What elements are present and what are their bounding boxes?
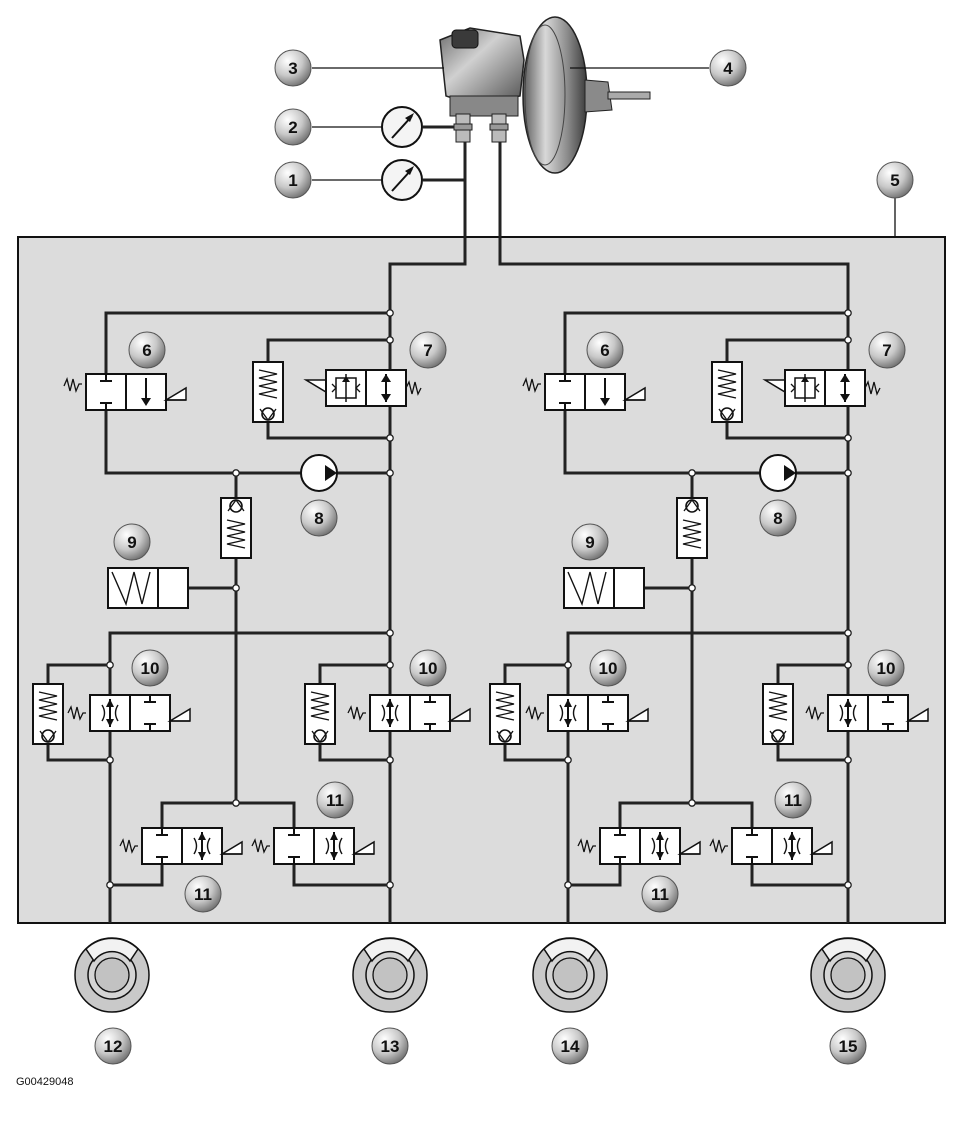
callout-2: 2 bbox=[274, 108, 312, 146]
callout-3: 3 bbox=[274, 49, 312, 87]
callout-2-label: 2 bbox=[288, 118, 297, 137]
callout-8-right: 8 bbox=[759, 499, 797, 537]
master-cylinder-reservoir bbox=[439, 27, 525, 143]
callout-1: 1 bbox=[274, 161, 312, 199]
callout-6-left: 6 bbox=[128, 331, 166, 369]
wheel-brake-15 bbox=[810, 937, 886, 1013]
callout-1-label: 1 bbox=[288, 171, 297, 190]
callout-10-fr-label: 10 bbox=[599, 659, 618, 678]
callout-7-left-label: 7 bbox=[423, 341, 432, 360]
callout-9-right-label: 9 bbox=[585, 533, 594, 552]
accumulator-left bbox=[107, 567, 189, 609]
pressure-sensor-1 bbox=[381, 159, 423, 201]
callout-9-left-label: 9 bbox=[127, 533, 136, 552]
figure-code: G00429048 bbox=[16, 1076, 74, 1088]
callout-10-fr: 10 bbox=[589, 649, 627, 687]
callout-11-fr: 11 bbox=[641, 875, 679, 913]
callout-6-right-label: 6 bbox=[600, 341, 609, 360]
callout-6-left-label: 6 bbox=[142, 341, 151, 360]
callout-8-right-label: 8 bbox=[773, 509, 782, 528]
wheel-brake-13 bbox=[352, 937, 428, 1013]
return-pump-right bbox=[759, 454, 797, 492]
callout-leaders bbox=[312, 67, 896, 237]
callout-13-label: 13 bbox=[381, 1037, 400, 1056]
callout-11-rl-label: 11 bbox=[784, 791, 802, 810]
callout-6-right: 6 bbox=[586, 331, 624, 369]
callout-13: 13 bbox=[371, 1027, 409, 1065]
line-junctions bbox=[106, 309, 852, 889]
callout-10-fl: 10 bbox=[131, 649, 169, 687]
callout-7-right-label: 7 bbox=[882, 341, 891, 360]
callout-15: 15 bbox=[829, 1027, 867, 1065]
callout-11-fr-label: 11 bbox=[651, 885, 669, 904]
callout-10-rl-label: 10 bbox=[877, 659, 896, 678]
callout-5: 5 bbox=[876, 161, 914, 199]
pressure-sensor-2 bbox=[381, 106, 423, 148]
relief-check-valve-right bbox=[711, 361, 743, 423]
callout-5-label: 5 bbox=[890, 171, 899, 190]
callout-4-label: 4 bbox=[723, 59, 733, 78]
callout-11-fl: 11 bbox=[184, 875, 222, 913]
brake-booster bbox=[522, 16, 651, 174]
inlet-check-valve-fr bbox=[489, 683, 521, 745]
callout-10-rr: 10 bbox=[409, 649, 447, 687]
callout-9-right: 9 bbox=[571, 523, 609, 561]
callout-10-fl-label: 10 bbox=[141, 659, 160, 678]
callout-10-rl: 10 bbox=[867, 649, 905, 687]
callout-11-fl-label: 11 bbox=[194, 885, 212, 904]
callout-8-left-label: 8 bbox=[314, 509, 323, 528]
relief-check-valve-left bbox=[252, 361, 284, 423]
callout-9-left: 9 bbox=[113, 523, 151, 561]
callout-15-label: 15 bbox=[839, 1037, 858, 1056]
callout-7-left: 7 bbox=[409, 331, 447, 369]
callout-12-label: 12 bbox=[104, 1037, 123, 1056]
inlet-check-valve-rl bbox=[762, 683, 794, 745]
callout-14: 14 bbox=[551, 1027, 589, 1065]
pump-check-valve-right bbox=[676, 497, 708, 559]
accumulator-right bbox=[563, 567, 645, 609]
inlet-check-valve-fl bbox=[32, 683, 64, 745]
inlet-check-valve-rr bbox=[304, 683, 336, 745]
wheel-brake-14 bbox=[532, 937, 608, 1013]
callout-11-rr: 11 bbox=[316, 781, 354, 819]
callout-10-rr-label: 10 bbox=[419, 659, 438, 678]
pump-check-valve-left bbox=[220, 497, 252, 559]
callout-4: 4 bbox=[709, 49, 747, 87]
return-pump-left bbox=[300, 454, 338, 492]
callout-14-label: 14 bbox=[561, 1037, 580, 1056]
callout-11-rl: 11 bbox=[774, 781, 812, 819]
callout-11-rr-label: 11 bbox=[326, 791, 344, 810]
wheel-brake-12 bbox=[74, 937, 150, 1013]
callout-3-label: 3 bbox=[288, 59, 297, 78]
callout-7-right: 7 bbox=[868, 331, 906, 369]
callout-12: 12 bbox=[94, 1027, 132, 1065]
callout-8-left: 8 bbox=[300, 499, 338, 537]
